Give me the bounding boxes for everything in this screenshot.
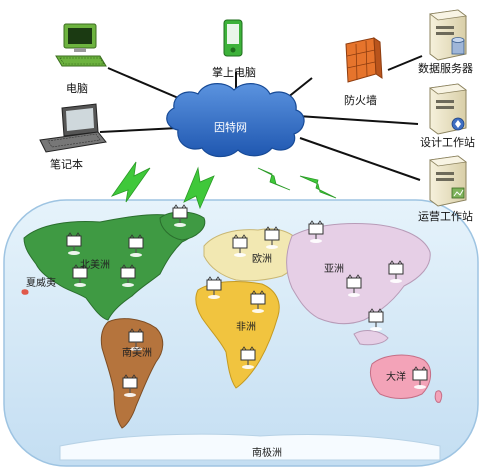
internet-label: 因特网 [214,120,247,134]
operations-workstation-label: 运营工作站 [418,209,473,223]
design-workstation-label: 设计工作站 [420,135,475,149]
pc-label: 电脑 [66,82,88,95]
hawaii-shape [21,289,29,295]
islands-shape [353,330,389,346]
database-icon [451,37,465,55]
label-africa: 非洲 [236,321,256,333]
desktop-computer: 电脑 [55,23,107,95]
south-america-shape [100,318,164,429]
firewall-label: 防火墙 [344,93,377,107]
label-antarctica: 南极洲 [252,446,282,459]
asia-shape [286,223,431,325]
antarctica-shape [59,433,441,461]
lightning-bolt-icon [110,161,151,203]
pda-label: 掌上电脑 [212,65,256,79]
label-asia: 亚洲 [324,263,344,275]
new-zealand-shape [434,390,443,403]
server-icon [428,155,468,207]
label-europe: 欧洲 [252,253,272,265]
pda-icon [223,19,243,57]
firewall: 防火墙 [344,37,383,107]
label-hawaii: 夏威夷 [26,276,56,289]
operations-badge-icon [451,187,465,199]
laptop-label: 笔记本 [50,157,83,171]
firewall-icon [345,37,383,83]
data-server-label: 数据服务器 [418,61,473,75]
lightning-bolt-icon [183,166,215,210]
world-map: 北美洲 夏威夷 南美洲 欧洲 非洲 亚洲 大洋 南极洲 [3,199,479,467]
lightning-bolt-icon [299,175,337,199]
label-north-america: 北美洲 [80,258,110,271]
laptop-icon [39,103,107,153]
data-server: 数据服务器 [418,9,473,75]
laptop: 笔记本 [39,103,107,171]
label-south-america: 南美洲 [122,346,152,359]
design-workstation: 设计工作站 [420,83,475,149]
wireless-links [110,161,337,210]
operations-workstation: 运营工作站 [418,155,473,223]
desktop-computer-icon [55,23,107,67]
pda: 掌上电脑 [212,19,256,79]
design-badge-icon [451,117,465,131]
label-oceania: 大洋 [386,370,406,383]
internet-cloud: 因特网 [166,83,305,158]
cloud-icon [166,83,305,158]
lightning-bolt-icon [257,167,291,191]
